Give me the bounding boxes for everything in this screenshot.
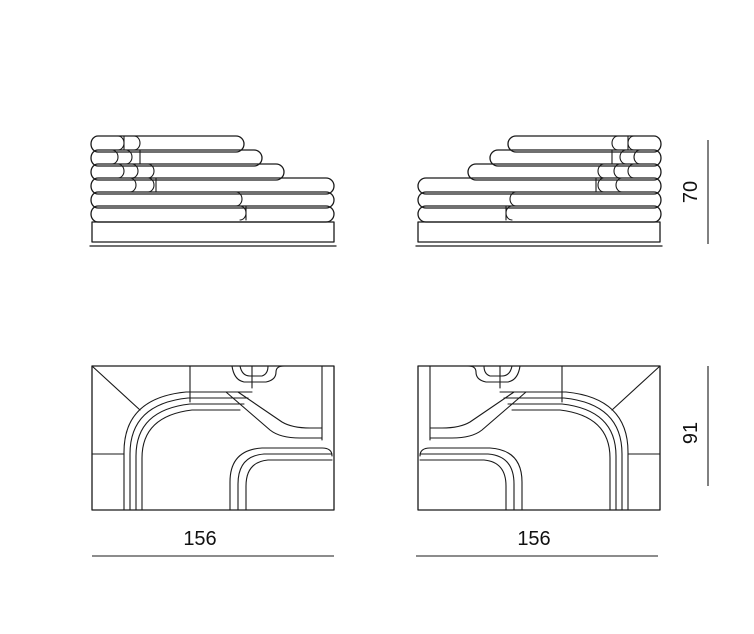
right-plan-diagonal-1 (429, 391, 527, 439)
left-plan-view (91, 365, 335, 511)
right-tier-2 (489, 149, 662, 167)
right-plan-scurve-1 (419, 447, 523, 511)
left-plan-outline (91, 365, 335, 511)
right-tier-1 (507, 135, 662, 153)
left-plan-loops (231, 365, 285, 383)
left-plan-arch-1 (123, 391, 253, 511)
left-plan-mitre (91, 365, 141, 411)
right-tier-5 (417, 191, 662, 209)
right-plan-mitre (611, 365, 661, 411)
right-tier-4 (417, 177, 662, 195)
right-plan-diagonal-2 (429, 391, 515, 429)
left-elevation-view (89, 135, 337, 247)
left-plan-arch-4 (141, 409, 241, 511)
right-plan-arch-2 (503, 397, 623, 511)
right-plan-view (417, 365, 661, 511)
left-plan-diagonal-2 (237, 391, 323, 429)
left-plan-divisions (91, 365, 323, 455)
right-plan-arch-1 (499, 391, 629, 511)
dimension-annotations: 70 91 156 156 (92, 140, 709, 557)
right-base (417, 221, 661, 243)
left-tier-3 (90, 163, 285, 181)
right-plan-loops (467, 365, 521, 383)
right-plan-arch-4 (511, 409, 611, 511)
left-tier-4 (90, 177, 335, 195)
right-elevation-view (415, 135, 663, 247)
left-seams (111, 135, 247, 221)
left-tier-1 (90, 135, 245, 153)
dimension-label-width-right: 156 (517, 528, 550, 550)
right-plan-divisions (429, 365, 661, 455)
left-plan-arch-2 (129, 397, 249, 511)
left-plan-scurve-2 (237, 453, 333, 511)
left-plan-scurve-1 (229, 447, 333, 511)
right-plan-scurve-2 (419, 453, 515, 511)
right-plan-arch-3 (507, 403, 617, 511)
dimension-label-height-elevation: 70 (680, 181, 702, 203)
right-plan-outline (417, 365, 661, 511)
right-tier-3 (467, 163, 662, 181)
left-plan-scurve-3 (245, 459, 333, 511)
left-plan-diagonal-1 (225, 391, 323, 439)
dimension-label-width-left: 156 (183, 528, 216, 550)
left-plan-arch-3 (135, 403, 245, 511)
dimension-label-depth-plan: 91 (680, 422, 702, 444)
right-plan-scurve-3 (419, 459, 507, 511)
left-tier-5 (90, 191, 335, 209)
left-tier-2 (90, 149, 263, 167)
right-seams (505, 135, 641, 221)
left-base (91, 221, 335, 243)
